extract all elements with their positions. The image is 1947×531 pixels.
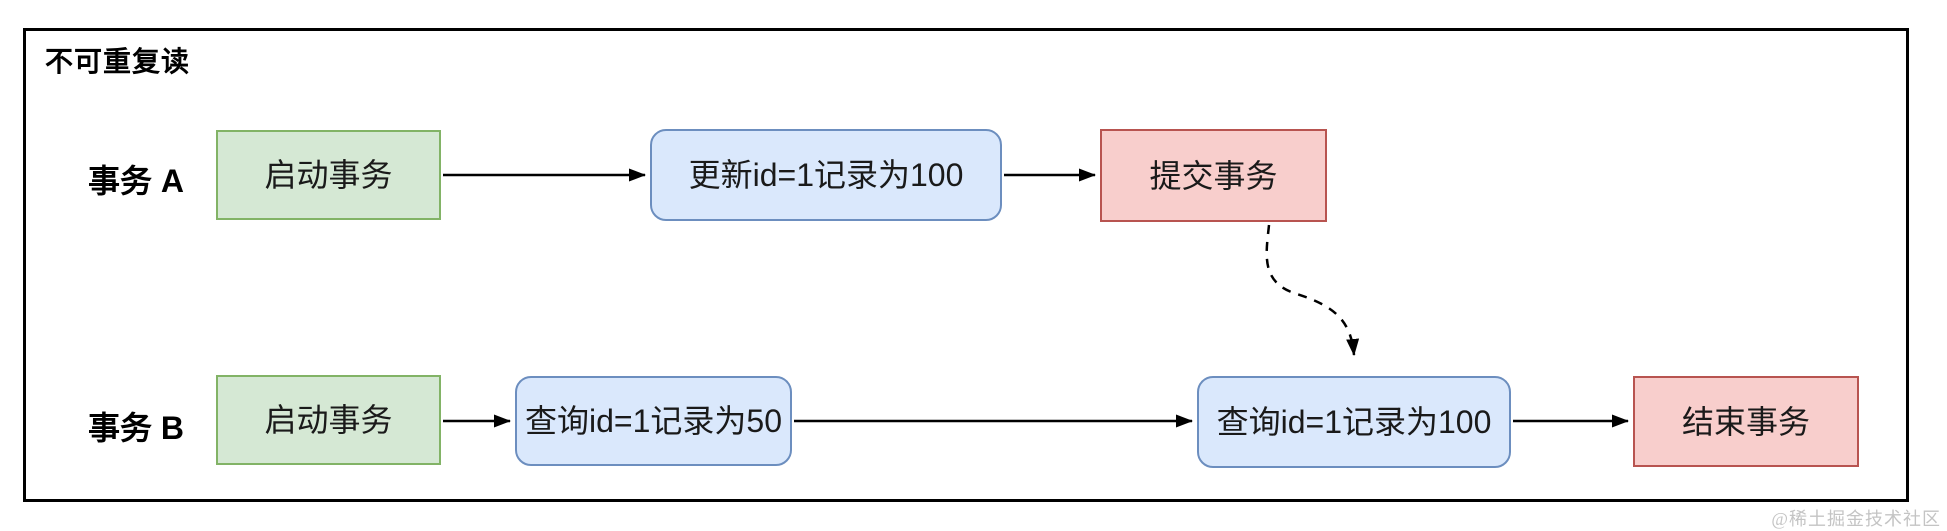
node-commit-transaction-a: 提交事务	[1100, 129, 1327, 222]
diagram-title: 不可重复读	[45, 46, 191, 77]
node-query-record-100-b: 查询id=1记录为100	[1197, 376, 1511, 468]
node-query-record-50-b: 查询id=1记录为50	[515, 376, 792, 466]
watermark: @稀土掘金技术社区	[1771, 509, 1941, 529]
transaction-a-label: 事务 A	[88, 163, 185, 199]
node-end-transaction-b: 结束事务	[1633, 376, 1859, 467]
transaction-b-label: 事务 B	[88, 410, 185, 446]
node-start-transaction-b: 启动事务	[216, 375, 441, 465]
node-start-transaction-a: 启动事务	[216, 130, 441, 220]
node-update-record-a: 更新id=1记录为100	[650, 129, 1002, 221]
